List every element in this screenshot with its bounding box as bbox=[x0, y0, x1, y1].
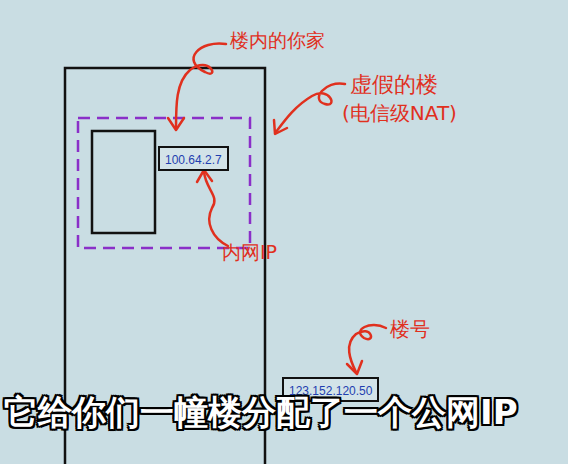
caption: 它给你们一幢楼分配了一个公网IP bbox=[4, 390, 518, 436]
annotation: (电信级NAT) bbox=[342, 100, 457, 127]
leader-line bbox=[349, 325, 386, 372]
ip-address: 100.64.2.7 bbox=[165, 153, 222, 167]
arrowhead bbox=[274, 120, 287, 134]
arrowhead bbox=[168, 118, 184, 130]
ip-tag: 100.64.2.7 bbox=[158, 146, 229, 171]
annotation: 楼号 bbox=[390, 316, 430, 343]
annotation: 虚假的楼 bbox=[350, 70, 438, 100]
arrowhead bbox=[347, 361, 362, 374]
leader-line bbox=[204, 172, 228, 246]
window bbox=[92, 131, 155, 233]
nat-region bbox=[78, 118, 250, 248]
leader-line bbox=[176, 43, 226, 128]
annotation: 内网IP bbox=[222, 240, 277, 266]
leader-line bbox=[276, 83, 345, 132]
arrowhead bbox=[197, 170, 212, 182]
annotation: 楼内的你家 bbox=[230, 28, 325, 54]
